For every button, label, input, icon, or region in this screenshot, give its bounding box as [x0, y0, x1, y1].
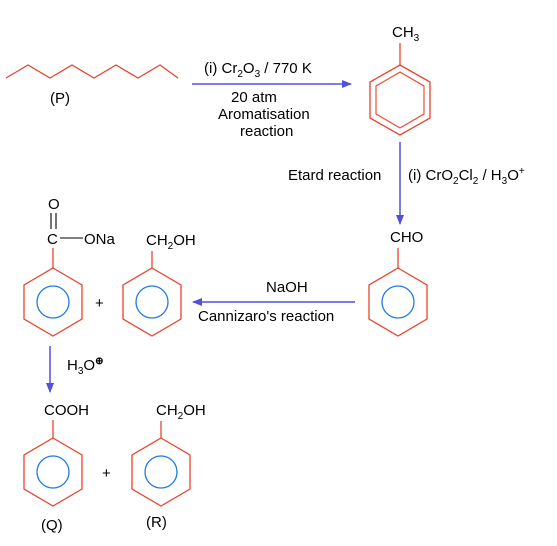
benzaldehyde-cho-label: CHO	[390, 229, 423, 246]
carbon-label: C	[47, 231, 58, 248]
compound-p-label: (P)	[50, 90, 70, 107]
benzoic-acid-cooh-label: COOH	[44, 402, 89, 419]
aromatisation-label-line1: Aromatisation	[218, 106, 310, 123]
cannizaro-reaction-label: Cannizaro's reaction	[198, 308, 334, 325]
condition-pressure: 20 atm	[231, 89, 277, 106]
compound-q-label: (Q)	[41, 517, 63, 534]
carbonyl-oxygen-label: O	[48, 196, 60, 213]
benzoic-acid	[23, 420, 83, 507]
plus-sign-bottom: +	[102, 465, 111, 482]
ona-label: ONa	[84, 231, 116, 248]
sodium-benzoate	[23, 248, 83, 337]
reagent-naoh: NaOH	[266, 279, 308, 296]
toluene-ch3-label: CH3	[392, 24, 420, 44]
reagent-cro2cl2: (i) CrO2Cl2 / H3O+	[408, 166, 525, 187]
compound-r-label: (R)	[146, 514, 167, 531]
benzaldehyde	[368, 248, 428, 337]
benzyl-alcohol-ch2oh-bottom: CH2OH	[156, 402, 206, 422]
heptane-chain	[5, 64, 179, 79]
reagent-cr2o3: (i) Cr2O3 / 770 K	[204, 60, 312, 80]
benzyl-alcohol-ch2oh-top: CH2OH	[146, 232, 196, 252]
reagent-h3o-plus: H3O⊕	[67, 356, 103, 377]
benzyl-alcohol-top	[122, 251, 182, 337]
aromatisation-label-line2: reaction	[240, 123, 293, 140]
etard-reaction-label: Etard reaction	[288, 167, 381, 184]
benzyl-alcohol-bottom	[131, 421, 191, 507]
plus-sign-top: +	[95, 295, 104, 312]
toluene	[369, 43, 431, 136]
